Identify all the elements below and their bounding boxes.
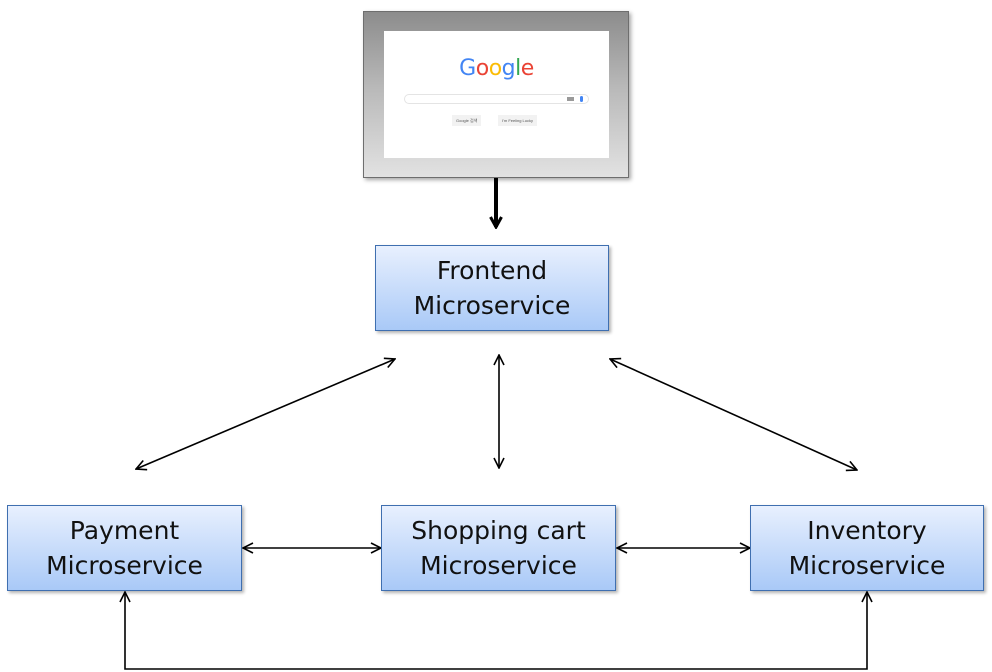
frontend-inventory-arrow xyxy=(610,359,857,470)
node-label-line1: Inventory xyxy=(807,516,927,545)
logo-letter: l xyxy=(515,56,521,81)
shopping-cart-microservice-node: Shopping cart Microservice xyxy=(381,505,616,591)
microphone-icon[interactable] xyxy=(580,96,583,102)
google-search-button[interactable]: Google 검색 xyxy=(452,115,482,126)
node-label-line1: Frontend xyxy=(436,256,548,285)
logo-letter: o xyxy=(475,56,489,81)
search-input[interactable] xyxy=(404,94,589,104)
logo-letter: G xyxy=(459,56,476,81)
node-label-line2: Microservice xyxy=(788,551,946,580)
node-label-line2: Microservice xyxy=(420,551,577,580)
node-label-line2: Microservice xyxy=(46,551,203,580)
logo-letter: g xyxy=(501,56,516,81)
logo-letter: e xyxy=(520,56,535,81)
google-logo: Google xyxy=(384,56,609,81)
payment-microservice-node: Payment Microservice xyxy=(7,505,242,591)
node-label-line1: Payment xyxy=(69,516,180,545)
node-label-line2: Microservice xyxy=(413,291,571,320)
keyboard-icon[interactable] xyxy=(567,97,574,101)
payment-inventory-arrow xyxy=(125,592,867,670)
browser-screen: Google Google 검색 I'm Feeling Lucky xyxy=(384,31,609,158)
node-label-line1: Shopping cart xyxy=(411,516,586,545)
frontend-microservice-node: Frontend Microservice xyxy=(375,245,609,331)
browser-window: Google Google 검색 I'm Feeling Lucky xyxy=(363,11,629,178)
feeling-lucky-button[interactable]: I'm Feeling Lucky xyxy=(498,115,537,126)
logo-letter: o xyxy=(488,56,502,81)
frontend-payment-arrow xyxy=(136,359,395,469)
inventory-microservice-node: Inventory Microservice xyxy=(750,505,984,591)
